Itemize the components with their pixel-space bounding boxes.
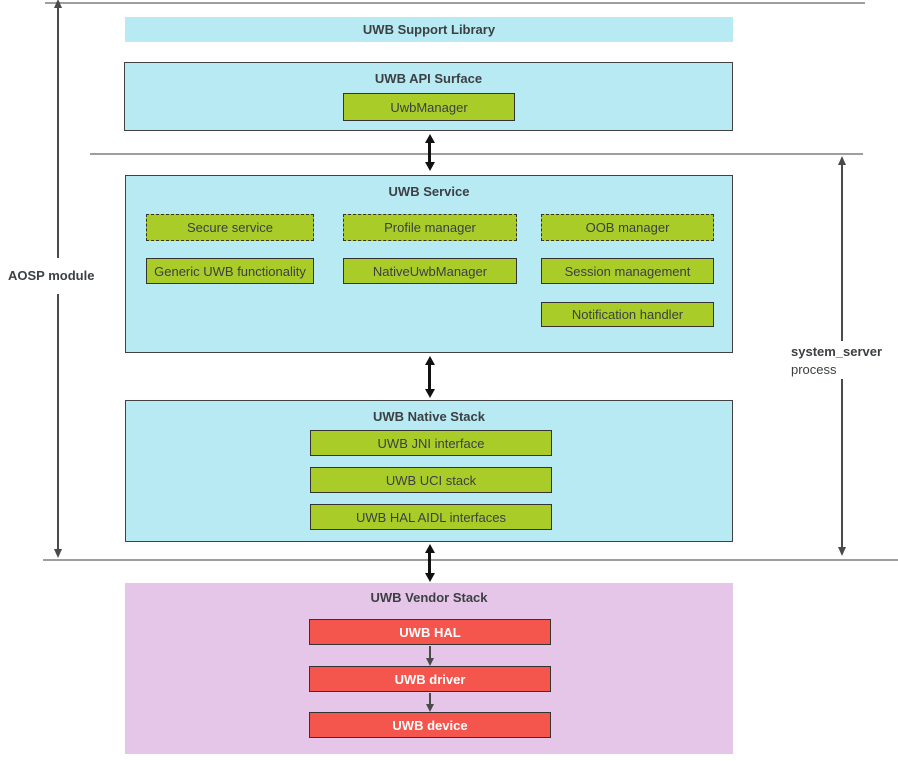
uwb-api-surface-title: UWB API Surface: [374, 71, 483, 86]
native-vendor-arrow: [424, 544, 435, 582]
uwb-device-box: UWB device: [309, 712, 551, 738]
uwb-hal-box: UWB HAL: [309, 619, 551, 645]
uwb-vendor-stack-title: UWB Vendor Stack: [370, 590, 488, 605]
uwb-support-library-title: UWB Support Library: [362, 22, 496, 37]
uwb-vendor-stack-panel: UWB Vendor Stack UWB HAL UWB driver UWB …: [125, 583, 733, 754]
notification-handler-box: Notification handler: [541, 302, 714, 327]
hal-driver-arrow: [426, 646, 434, 666]
uwb-support-library-panel: UWB Support Library: [125, 17, 733, 42]
system-server-arrow-bottom: [837, 374, 846, 556]
aosp-module-text: AOSP module: [8, 268, 95, 283]
uwb-service-panel: UWB Service Secure service Profile manag…: [125, 175, 733, 353]
aosp-module-arrow-bottom: [53, 294, 62, 558]
oob-manager-box: OOB manager: [541, 214, 714, 241]
profile-manager-box: Profile manager: [343, 214, 517, 241]
uwb-service-title: UWB Service: [388, 184, 470, 199]
service-native-arrow: [424, 356, 435, 398]
uwb-uci-stack-box: UWB UCI stack: [310, 467, 552, 493]
top-boundary-line: [45, 2, 865, 4]
bottom-boundary-line: [43, 559, 898, 561]
system-server-text: system_server: [791, 344, 883, 359]
system-server-arrow-top: [837, 156, 846, 341]
api-service-arrow: [424, 134, 435, 171]
native-uwb-manager-box: NativeUwbManager: [343, 258, 517, 284]
uwb-native-stack-panel: UWB Native Stack UWB JNI interface UWB U…: [125, 400, 733, 542]
uwb-native-stack-title: UWB Native Stack: [373, 409, 485, 424]
session-management-box: Session management: [541, 258, 714, 284]
middle-boundary-line: [90, 153, 863, 155]
uwb-driver-box: UWB driver: [309, 666, 551, 692]
uwb-api-surface-panel: UWB API Surface UwbManager: [124, 62, 733, 131]
uwb-manager-box: UwbManager: [343, 93, 515, 121]
uwb-jni-interface-box: UWB JNI interface: [310, 430, 552, 456]
system-server-label: system_server process: [791, 343, 883, 379]
generic-uwb-functionality-box: Generic UWB functionality: [146, 258, 314, 284]
secure-service-box: Secure service: [146, 214, 314, 241]
aosp-module-arrow-top: [53, 0, 62, 258]
process-text: process: [791, 362, 837, 377]
driver-device-arrow: [426, 693, 434, 712]
aosp-module-label: AOSP module: [8, 268, 95, 283]
uwb-hal-aidl-interfaces-box: UWB HAL AIDL interfaces: [310, 504, 552, 530]
